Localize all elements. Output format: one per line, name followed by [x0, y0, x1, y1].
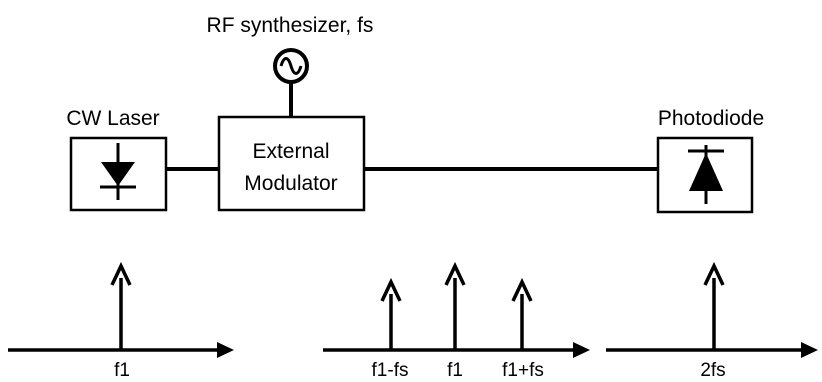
- spectrum-axis-2: [323, 342, 590, 358]
- carrier-f1-arrow: [110, 261, 132, 350]
- laser-output-spectrum: f1: [8, 261, 234, 381]
- spectrum-1-label-f1: f1: [114, 360, 130, 381]
- spectrum-2-label-upper: f1+fs: [502, 360, 544, 381]
- modulator-label-line2: Modulator: [244, 172, 337, 195]
- spectrum-2-label-lower: f1-fs: [372, 360, 409, 381]
- cw-laser-label: CW Laser: [66, 107, 159, 130]
- carrier-arrow: [444, 261, 466, 350]
- sideband-lower-arrow: [380, 277, 402, 350]
- spectrum-3-label-2fs: 2fs: [700, 360, 725, 381]
- spectrum-axis-1: [8, 342, 234, 358]
- spectrum-axis-3: [606, 342, 818, 358]
- photodiode-icon: [688, 145, 724, 204]
- laser-diode-icon: [100, 143, 136, 200]
- photodiode-output-spectrum: 2fs: [606, 261, 818, 381]
- sideband-upper-arrow: [511, 277, 533, 350]
- rf-synthesizer-label: RF synthesizer, fs: [207, 14, 374, 37]
- external-modulator-box: [217, 115, 366, 212]
- rf-source-icon: [273, 48, 309, 84]
- spectrum-2-label-carrier: f1: [447, 360, 463, 381]
- beat-2fs-arrow: [703, 261, 725, 350]
- photodiode-label: Photodiode: [658, 107, 764, 130]
- modulator-output-spectrum: f1-fs f1 f1+fs: [323, 261, 590, 381]
- modulator-label-line1: External: [252, 140, 329, 163]
